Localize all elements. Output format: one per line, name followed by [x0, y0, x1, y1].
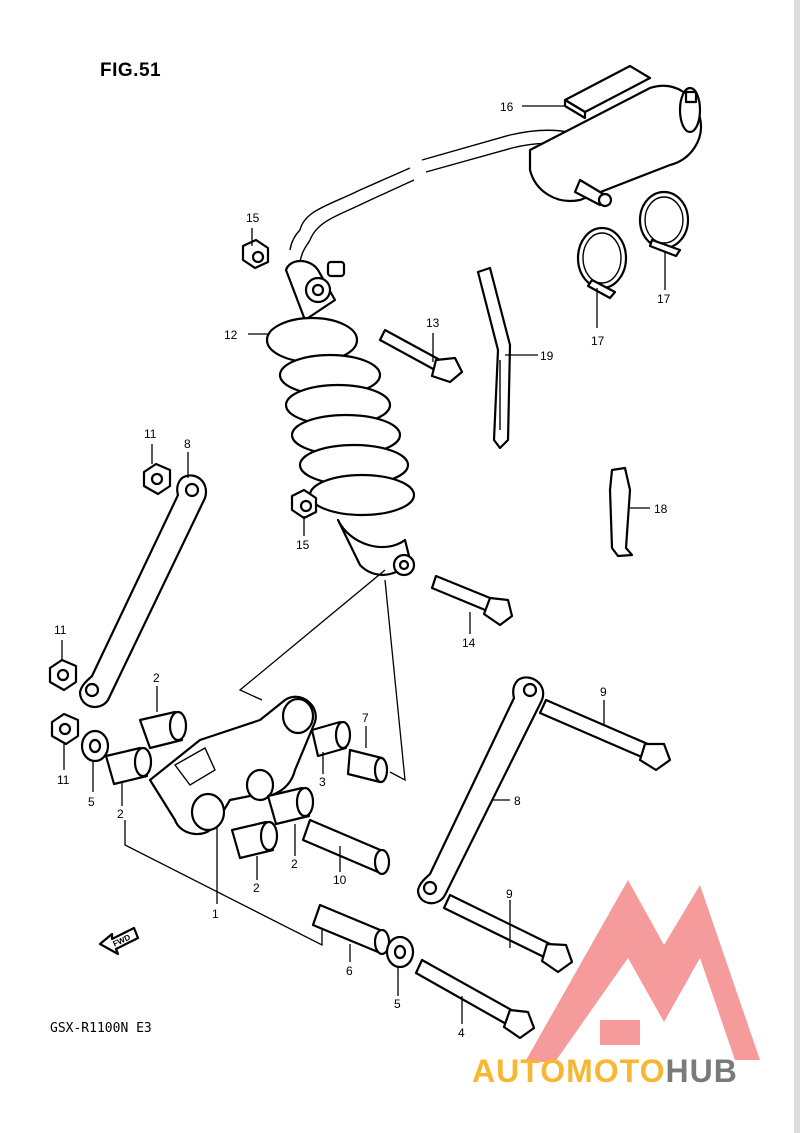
- watermark-text-part2: HUB: [665, 1053, 738, 1089]
- part-17-clamp-b: [638, 190, 690, 258]
- part-19-strap: [476, 266, 512, 450]
- callout-8-right: 8: [514, 794, 521, 808]
- scan-edge: [794, 0, 800, 1133]
- watermark-text-part1: AUTOMOTO: [472, 1053, 666, 1089]
- callout-2-left: 2: [117, 807, 124, 821]
- part-11-nut-b: [48, 658, 78, 692]
- part-1-cushion-lever: [148, 695, 317, 836]
- part-12-shock-absorber: [265, 259, 416, 577]
- part-7-spacer: [346, 748, 389, 784]
- part-2-bearing-b: [104, 746, 153, 786]
- part-3-bearing: [310, 720, 352, 758]
- fwd-arrow-icon: FWD: [98, 926, 140, 956]
- callout-9-lower: 9: [506, 887, 513, 901]
- callout-18: 18: [654, 502, 668, 516]
- part-4-bolt: [414, 958, 536, 1040]
- part-14-bolt: [430, 574, 514, 627]
- model-code: GSX-R1100N E3: [50, 1021, 152, 1036]
- callout-14: 14: [462, 636, 476, 650]
- reservoir-canister: [528, 84, 703, 208]
- callout-15-lower: 15: [296, 538, 310, 552]
- callout-5-left: 5: [88, 795, 95, 809]
- callout-1: 1: [212, 907, 219, 921]
- callout-7: 7: [362, 711, 369, 725]
- part-13-bolt: [378, 328, 464, 384]
- callout-2-top: 2: [153, 671, 160, 685]
- shock-spring: [278, 353, 416, 517]
- callout-17-right: 17: [657, 292, 671, 306]
- callout-2-right: 2: [291, 857, 298, 871]
- callout-6: 6: [346, 964, 353, 978]
- callout-8-left: 8: [184, 437, 191, 451]
- part-6-spacer: [311, 903, 391, 956]
- part-9-bolt-upper: [538, 698, 672, 772]
- part-2-bearing-d: [230, 820, 279, 860]
- callout-11-mid: 11: [54, 623, 67, 637]
- callout-13: 13: [426, 316, 440, 330]
- part-16-pad: [563, 64, 652, 120]
- part-15-nut-top: [241, 238, 270, 270]
- part-11-nut-a: [142, 462, 172, 496]
- callout-16: 16: [500, 100, 514, 114]
- part-2-bearing-a: [138, 710, 188, 750]
- part-18-strap: [608, 466, 634, 558]
- callout-12: 12: [224, 328, 238, 342]
- callout-3: 3: [319, 775, 326, 789]
- part-5-washer-left: [80, 729, 110, 763]
- part-11-nut-c: [50, 712, 80, 746]
- callout-15-top: 15: [246, 211, 260, 225]
- callout-17-left: 17: [591, 334, 605, 348]
- part-5-washer-right: [385, 935, 415, 969]
- callout-4: 4: [458, 1026, 465, 1040]
- part-8-rod-right: [416, 676, 545, 905]
- watermark-logo: [525, 880, 760, 1062]
- part-17-clamp-a: [576, 226, 628, 300]
- callout-11-top: 11: [144, 427, 157, 441]
- part-10-spacer: [301, 818, 391, 876]
- callout-11-low: 11: [57, 773, 70, 787]
- callout-5-right: 5: [394, 997, 401, 1011]
- callout-labels: 16 15 12 13 19 17 17 18 11 8 15 14 11 2 …: [54, 100, 671, 1040]
- figure-title: FIG.51: [100, 60, 162, 81]
- leader-lines: [61, 105, 666, 1024]
- callout-2-lower: 2: [253, 881, 260, 895]
- part-8-rod-left: [78, 474, 208, 709]
- callout-9-upper: 9: [600, 685, 607, 699]
- assembly-lines: [124, 569, 406, 947]
- part-9-bolt-lower: [442, 893, 574, 974]
- part-15-nut-lower: [290, 488, 318, 520]
- watermark-text: AUTOMOTOHUB: [472, 1053, 738, 1090]
- callout-19: 19: [540, 349, 554, 363]
- part-2-bearing-c: [266, 786, 315, 826]
- callout-10: 10: [333, 873, 347, 887]
